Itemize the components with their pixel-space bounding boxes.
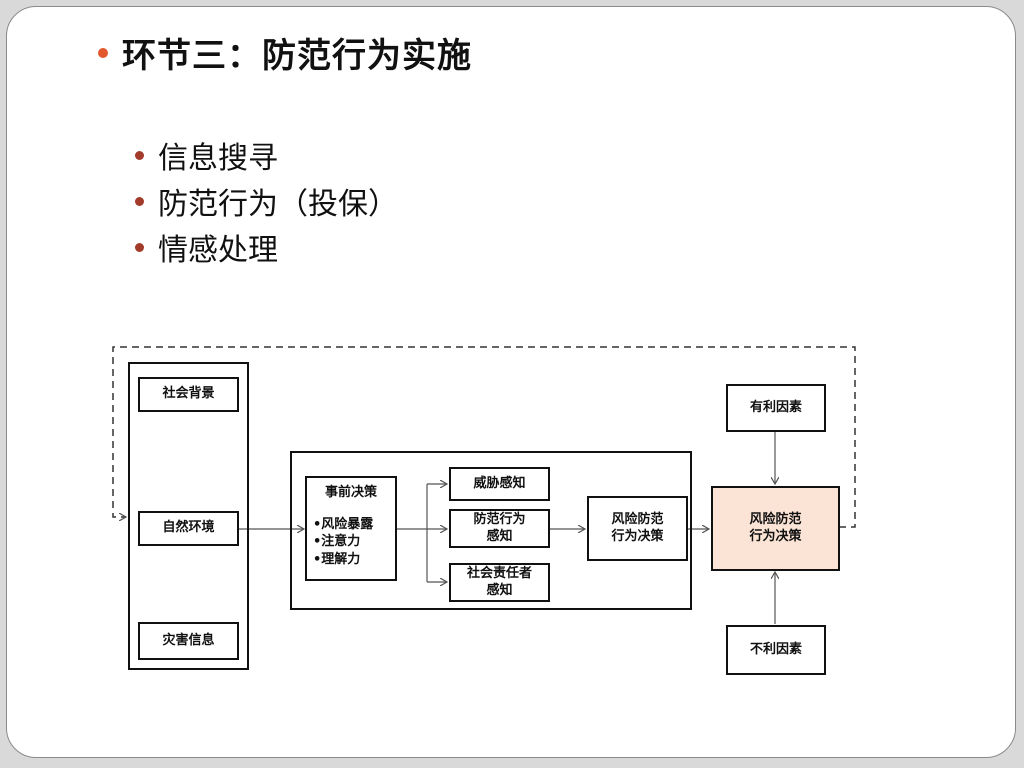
context-group [128,362,249,670]
event-decision-box: 事前决策 •风险暴露 •注意力 •理解力 [305,476,397,581]
feedback-loop-line [112,346,856,528]
title-row: 环节三：防范行为实施 [98,28,472,77]
bullet-text: 防范行为（投保） [158,187,398,222]
event-item: •风险暴露 [313,516,374,532]
final-decision-box: 风险防范 行为决策 [711,486,840,571]
favorable-factors-box: 有利因素 [726,384,826,432]
bullet-item: 防范行为（投保） [135,178,398,224]
bullet-list: 信息搜寻 防范行为（投保） 情感处理 [135,132,398,270]
title-bullet-icon [98,47,108,58]
natural-environment-box: 自然环境 [138,511,239,546]
decision-process-group [290,451,692,610]
bullet-dot-icon [135,150,144,160]
threat-perception-box: 威胁感知 [449,467,550,501]
event-item: •理解力 [313,551,361,567]
unfavorable-factors-box: 不利因素 [726,625,826,675]
preventive-perception-box: 防范行为 感知 [449,509,550,548]
bullet-text: 信息搜寻 [158,141,278,176]
social-responsibility-perception-box: 社会责任者 感知 [449,563,550,602]
bullet-item: 情感处理 [135,224,398,270]
disaster-info-box: 灾害信息 [138,622,239,660]
bullet-item: 信息搜寻 [135,132,398,178]
page-title: 环节三：防范行为实施 [122,36,472,76]
bullet-dot-icon [135,196,144,206]
social-background-box: 社会背景 [138,377,239,412]
bullet-dot-icon [135,242,144,252]
event-decision-title: 事前决策 [324,485,377,500]
bullet-text: 情感处理 [158,233,278,268]
inner-decision-box: 风险防范 行为决策 [587,496,688,561]
event-item: •注意力 [313,534,361,550]
